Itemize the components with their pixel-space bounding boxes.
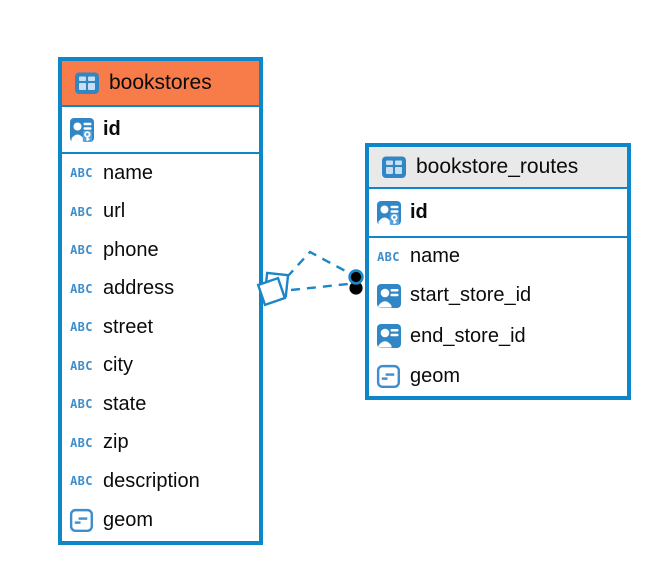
text-icon: ABC xyxy=(68,243,95,257)
text-icon: ABC xyxy=(68,474,95,488)
column-row-id[interactable]: id xyxy=(62,107,259,154)
table-icon xyxy=(380,154,407,180)
column-name: description xyxy=(103,469,200,492)
text-icon: ABC xyxy=(68,397,95,411)
text-icon: ABC xyxy=(68,320,95,334)
column-row-name[interactable]: ABC name xyxy=(62,154,259,193)
table-bookstores-header[interactable]: bookstores xyxy=(62,61,259,107)
column-name: geom xyxy=(103,509,154,532)
column-row-url[interactable]: ABC url xyxy=(62,193,259,232)
text-icon: ABC xyxy=(68,359,95,373)
column-row-address[interactable]: ABC address xyxy=(62,270,259,309)
column-name: geom xyxy=(410,364,461,387)
abc-glyph: ABC xyxy=(70,320,93,335)
abc-glyph: ABC xyxy=(70,166,93,181)
column-name: address xyxy=(103,277,175,300)
column-row-id[interactable]: id xyxy=(369,189,627,238)
relation-dot-marker[interactable] xyxy=(348,269,364,295)
abc-glyph: ABC xyxy=(70,204,93,219)
column-row-zip[interactable]: ABC zip xyxy=(62,424,259,463)
column-name: start_store_id xyxy=(410,284,532,307)
column-row-state[interactable]: ABC state xyxy=(62,385,259,424)
column-name: id xyxy=(410,201,428,223)
table-bookstore-routes-header[interactable]: bookstore_routes xyxy=(369,147,627,189)
column-name: id xyxy=(103,118,121,140)
column-row-description[interactable]: ABC description xyxy=(62,462,259,501)
text-icon: ABC xyxy=(68,436,95,450)
table-title: bookstores xyxy=(109,71,212,94)
column-row-start_store_id[interactable]: start_store_id xyxy=(369,276,627,317)
table-icon xyxy=(73,70,100,96)
text-icon: ABC xyxy=(68,282,95,296)
column-row-phone[interactable]: ABC phone xyxy=(62,231,259,270)
text-icon: ABC xyxy=(68,205,95,219)
text-icon: ABC xyxy=(375,250,402,264)
geometry-icon xyxy=(68,508,95,533)
column-row-name[interactable]: ABC name xyxy=(369,238,627,276)
primary-key-icon xyxy=(68,117,95,143)
column-row-geom[interactable]: geom xyxy=(62,501,259,542)
column-name: name xyxy=(103,161,154,184)
column-name: zip xyxy=(103,431,129,454)
column-name: street xyxy=(103,315,154,338)
abc-glyph: ABC xyxy=(70,435,93,450)
column-name: url xyxy=(103,200,126,223)
column-row-street[interactable]: ABC street xyxy=(62,308,259,347)
abc-glyph: ABC xyxy=(70,474,93,489)
column-name: name xyxy=(410,245,461,268)
relationship-line-upper[interactable] xyxy=(286,250,352,278)
text-icon: ABC xyxy=(68,166,95,180)
abc-glyph: ABC xyxy=(70,243,93,258)
abc-glyph: ABC xyxy=(70,281,93,296)
column-row-end_store_id[interactable]: end_store_id xyxy=(369,316,627,357)
column-name: state xyxy=(103,392,147,415)
column-name: phone xyxy=(103,238,159,261)
table-title: bookstore_routes xyxy=(416,155,579,178)
abc-glyph: ABC xyxy=(70,358,93,373)
geometry-icon xyxy=(375,364,402,389)
foreign-key-icon xyxy=(375,323,402,349)
abc-glyph: ABC xyxy=(70,397,93,412)
column-name: city xyxy=(103,354,133,377)
foreign-key-icon xyxy=(375,283,402,309)
abc-glyph: ABC xyxy=(377,249,400,264)
relationship-line-lower[interactable] xyxy=(290,282,349,292)
column-row-city[interactable]: ABC city xyxy=(62,347,259,386)
primary-key-icon xyxy=(375,200,402,226)
column-name: end_store_id xyxy=(410,324,526,347)
column-row-geom[interactable]: geom xyxy=(369,357,627,397)
